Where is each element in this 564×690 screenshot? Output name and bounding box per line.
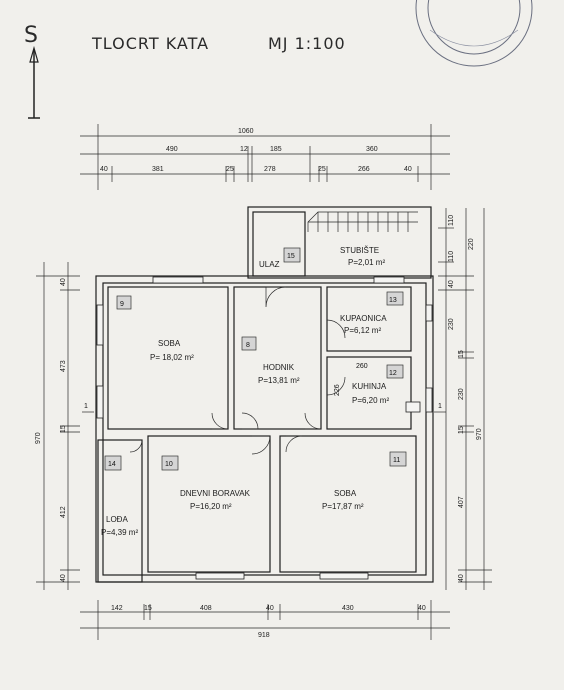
dim-left-0: 40 — [60, 278, 67, 286]
dim-right-5: 15 — [458, 350, 465, 358]
dim-right-6: 230 — [458, 388, 465, 400]
room-area-loda: P=4,39 m² — [101, 528, 138, 537]
bottom-dimension-chains — [80, 600, 450, 640]
room-name-kupaonica: KUPAONICA — [340, 314, 387, 323]
kitchen-note-side: 226 — [334, 384, 341, 396]
room-num-12: 12 — [389, 370, 397, 377]
top-dimension-chains — [80, 124, 450, 190]
dim-bottom-r1-2: 408 — [200, 605, 212, 612]
room-name-stubiste: STUBIŠTE — [340, 246, 379, 255]
kitchen-note-top: 260 — [356, 363, 368, 370]
room-area-kupaonica: P=6,12 m² — [344, 326, 381, 335]
dim-top-r3-2: 25 — [226, 166, 234, 173]
dim-left-overall: 970 — [35, 432, 42, 444]
room-name-hodnik: HODNIK — [263, 363, 295, 372]
dim-left-2: 15 — [60, 425, 67, 433]
official-stamp — [415, 0, 533, 67]
room-area-stubiste: P=2,01 m² — [348, 258, 385, 267]
dim-left-3: 412 — [60, 506, 67, 518]
room-badge-13 — [386, 291, 404, 306]
entrance-label: ULAZ — [259, 260, 280, 269]
room-name-soba-9: SOBA — [158, 339, 181, 348]
dim-right-overall: 970 — [476, 428, 483, 440]
dim-top-r2-0: 490 — [166, 146, 178, 153]
dim-top-r2-2: 185 — [270, 146, 282, 153]
dim-top-r2-1: 12 — [240, 146, 248, 153]
room-badge-15 — [283, 247, 301, 263]
windows — [96, 276, 433, 580]
staircase-steps — [307, 211, 418, 232]
room-num-11: 11 — [393, 457, 400, 464]
room-name-soba-11: SOBA — [334, 489, 357, 498]
dim-left-4: 40 — [60, 574, 67, 582]
right-dimension-chains — [438, 208, 492, 590]
dim-top-r3-3: 278 — [264, 166, 276, 173]
dim-right-2: 110 — [448, 251, 455, 262]
door-swings — [129, 286, 346, 455]
room-badge-12 — [386, 364, 404, 379]
room-badge-14 — [104, 455, 122, 471]
dim-bottom-r1-0: 142 — [111, 605, 123, 612]
dim-left-1: 473 — [60, 360, 67, 372]
dim-top-r3-1: 381 — [152, 166, 164, 173]
floor-walls — [95, 206, 434, 583]
room-num-9: 9 — [120, 301, 124, 308]
room-name-dnevni-boravak: DNEVNI BORAVAK — [180, 489, 251, 498]
room-badge-9 — [116, 295, 132, 310]
dim-right-3: 40 — [448, 280, 455, 288]
dim-bottom-r1-4: 430 — [342, 605, 354, 612]
section-marker-left: 1 — [84, 403, 88, 410]
dim-right-1: 220 — [468, 238, 475, 250]
room-area-hodnik: P=13,81 m² — [258, 376, 300, 385]
room-name-kuhinja: KUHINJA — [352, 382, 387, 391]
plan-title: TLOCRT KATA — [91, 34, 209, 53]
room-area-dnevni-boravak: P=16,20 m² — [190, 502, 232, 511]
dim-right-8: 407 — [458, 496, 465, 508]
room-badge-11 — [389, 451, 407, 467]
plan-scale: MJ 1:100 — [268, 34, 346, 53]
dim-top-r3-6: 40 — [404, 166, 412, 173]
dim-top-r3-0: 40 — [100, 166, 108, 173]
room-area-soba-9: P= 18,02 m² — [150, 353, 194, 362]
dim-right-7: 15 — [458, 426, 465, 434]
dim-bottom-r1-1: 15 — [144, 605, 152, 612]
north-arrow-icon — [28, 45, 40, 119]
dim-top-r3-5: 266 — [358, 166, 370, 173]
dim-top-overall: 1060 — [238, 128, 254, 135]
dim-bottom-overall: 918 — [258, 632, 270, 639]
dim-bottom-r1-5: 40 — [418, 605, 426, 612]
dim-top-r2-3: 360 — [366, 146, 378, 153]
room-badge-8 — [241, 336, 257, 351]
section-marker-right: 1 — [438, 403, 442, 410]
dim-top-r3-4: 25 — [318, 166, 326, 173]
room-name-loda: LOĐA — [106, 515, 128, 524]
room-badge-10 — [161, 455, 179, 471]
room-num-10: 10 — [165, 461, 173, 468]
north-letter: S — [24, 23, 38, 48]
room-num-15: 15 — [287, 253, 295, 260]
dim-right-4: 230 — [448, 318, 455, 330]
room-area-kuhinja: P=6,20 m² — [352, 396, 389, 405]
room-num-14: 14 — [108, 461, 116, 468]
dim-right-0: 110 — [448, 215, 455, 226]
room-area-soba-11: P=17,87 m² — [322, 502, 364, 511]
left-dimension-chains — [36, 262, 80, 590]
dim-right-9: 40 — [458, 574, 465, 582]
room-num-13: 13 — [389, 297, 397, 304]
dim-bottom-r1-3: 40 — [266, 605, 274, 612]
room-num-8: 8 — [246, 342, 250, 349]
